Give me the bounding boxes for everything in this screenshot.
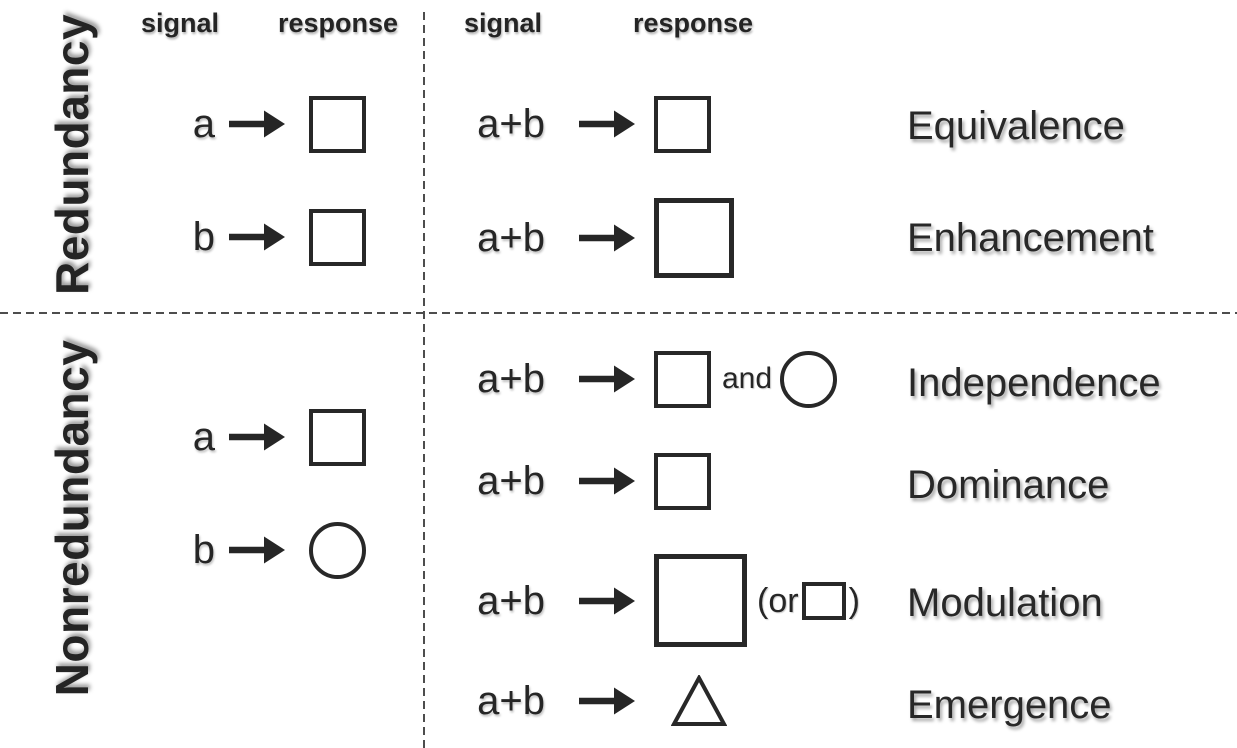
category-label-modulation: Modulation	[907, 581, 1103, 625]
signal-label: a+b	[477, 357, 545, 401]
row-equivalence: a+b	[458, 95, 711, 153]
square-response-icon	[654, 95, 711, 153]
signal-label: a+b	[477, 679, 545, 723]
square-response-icon	[309, 208, 366, 266]
signal-label: a+b	[477, 216, 545, 260]
row-redundancy-signal-a: a	[140, 95, 366, 153]
arrow-right-icon	[579, 687, 635, 715]
signal-label: a	[192, 102, 215, 146]
paren-open-or-label: (or	[757, 581, 799, 620]
arrow-right-icon	[579, 587, 635, 614]
signal-label: b	[192, 215, 215, 259]
circle-response-icon	[780, 350, 838, 408]
row-independence: a+b and	[458, 350, 838, 408]
large-square-response-icon	[654, 554, 747, 647]
signal-label: a	[192, 415, 215, 459]
row-enhancement: a+b	[458, 198, 734, 278]
row-emergence: a+b	[458, 675, 727, 727]
arrow-right-icon	[229, 423, 285, 451]
arrow-right-icon	[579, 467, 635, 495]
large-square-response-icon	[654, 198, 734, 278]
triangle-response-icon	[671, 675, 727, 726]
alternative-response-group: (or )	[757, 581, 860, 620]
arrow-right-icon	[229, 536, 285, 564]
header-response-single: response	[277, 8, 399, 38]
row-nonredundancy-signal-b: b	[140, 521, 366, 579]
square-response-icon	[309, 95, 366, 153]
circle-response-icon	[309, 521, 366, 579]
signal-label: a+b	[477, 459, 545, 503]
signal-label: a+b	[477, 578, 545, 623]
small-square-response-icon	[801, 581, 846, 620]
category-label-equivalence: Equivalence	[907, 104, 1125, 148]
vertical-dashed-divider	[423, 12, 425, 748]
horizontal-dashed-divider	[0, 312, 1237, 314]
category-label-independence: Independence	[907, 361, 1161, 405]
category-label-dominance: Dominance	[907, 463, 1110, 507]
square-response-icon	[309, 408, 366, 466]
row-nonredundancy-signal-a: a	[140, 408, 366, 466]
connector-and-label: and	[722, 362, 773, 395]
arrow-right-icon	[579, 110, 635, 138]
row-dominance: a+b	[458, 452, 711, 510]
header-signal-single: signal	[140, 8, 220, 38]
arrow-right-icon	[229, 110, 285, 138]
signal-label: b	[192, 528, 215, 572]
arrow-right-icon	[229, 223, 285, 251]
paren-close-label: )	[848, 581, 860, 620]
category-label-enhancement: Enhancement	[907, 216, 1154, 260]
category-label-emergence: Emergence	[907, 683, 1112, 727]
arrow-right-icon	[579, 224, 635, 252]
arrow-right-icon	[579, 365, 635, 393]
row-modulation: a+b (or )	[458, 554, 860, 647]
header-signal-combined: signal	[463, 8, 543, 38]
section-label-redundancy: Redundancy	[46, 13, 98, 295]
signal-label: a+b	[477, 102, 545, 146]
square-response-icon	[654, 350, 711, 408]
square-response-icon	[654, 452, 711, 510]
header-response-combined: response	[632, 8, 754, 38]
row-redundancy-signal-b: b	[140, 208, 366, 266]
section-label-nonredundancy: Nonredundancy	[46, 339, 98, 697]
